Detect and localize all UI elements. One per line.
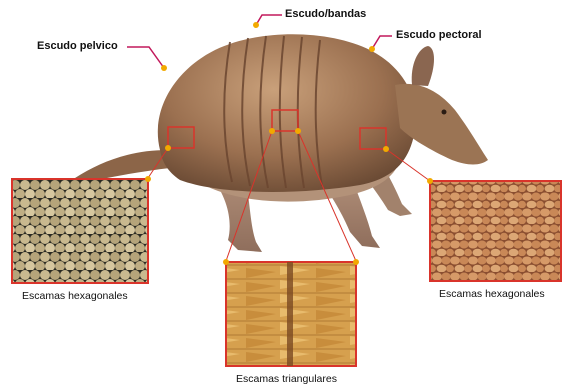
inset-right bbox=[430, 181, 561, 281]
caption-center-inset: Escamas triangulares bbox=[236, 373, 337, 385]
armadillo-ear bbox=[412, 46, 434, 86]
armadillo-eye bbox=[442, 110, 447, 115]
pointer-dot-pectoral bbox=[369, 46, 375, 52]
pointer-dot-bands bbox=[253, 22, 259, 28]
label-dorsal-shield: Escudo/bandas bbox=[285, 8, 366, 20]
caption-right-inset: Escamas hexagonales bbox=[439, 288, 545, 300]
inset-left bbox=[12, 179, 148, 283]
label-pelvic-shield: Escudo pelvico bbox=[37, 40, 118, 52]
armadillo-shell bbox=[158, 34, 416, 192]
inset-center bbox=[226, 262, 356, 366]
pointer-line-pelvic bbox=[127, 47, 164, 68]
pointer-line-bands bbox=[256, 15, 282, 25]
armadillo-head bbox=[395, 84, 488, 165]
pointer-line-pectoral bbox=[372, 36, 392, 49]
pointer-dot-pelvic bbox=[161, 65, 167, 71]
label-pectoral-shield: Escudo pectoral bbox=[396, 29, 482, 41]
caption-left-inset: Escamas hexagonales bbox=[22, 290, 128, 302]
